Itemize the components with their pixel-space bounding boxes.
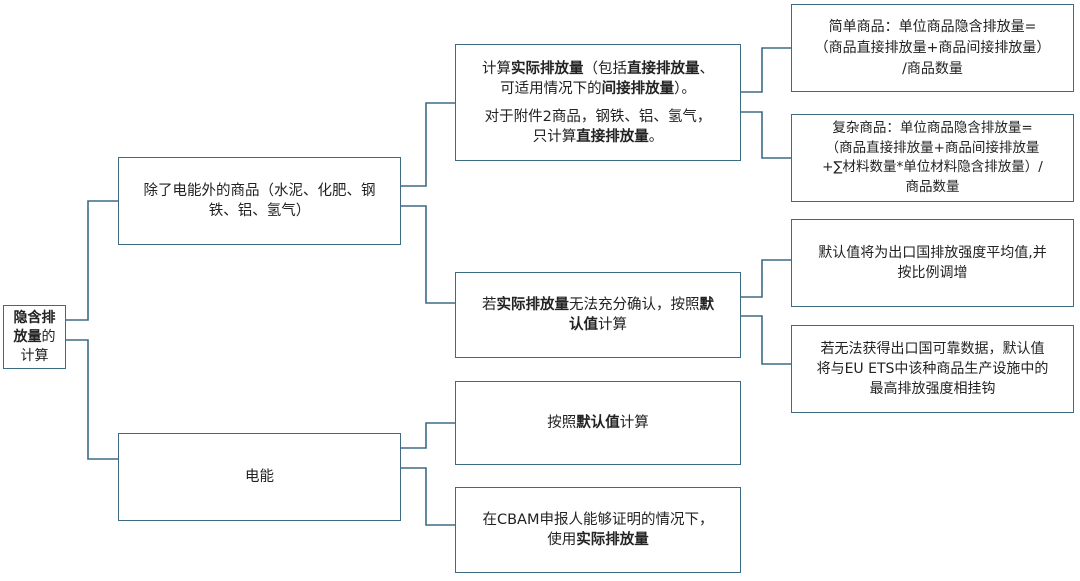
simple-goods-line1: 简单商品：单位商品隐含排放量= <box>828 18 1037 35</box>
root-text-line2: 的 <box>41 328 56 345</box>
default-goods-line2: 认值计算 <box>569 317 627 333</box>
root-text-line1: 隐含排 <box>13 309 56 326</box>
default-average-line2: 按比例调增 <box>897 265 968 281</box>
goods-node-line2: 铁、铝、氢气） <box>208 203 311 219</box>
complex-goods-line1: 复杂商品：单位商品隐含排放量= <box>832 120 1033 136</box>
default-highest-line3: 最高排放强度相挂钩 <box>869 381 996 397</box>
electricity-node: 电能 <box>118 433 401 521</box>
simple-goods-node: 简单商品：单位商品隐含排放量= （商品直接排放量+商品间接排放量） /商品数量 <box>791 4 1074 92</box>
electricity-actual-node: 在CBAM申报人能够证明的情况下， 使用实际排放量 <box>455 487 741 573</box>
electricity-node-label: 电能 <box>245 469 274 485</box>
default-average-node: 默认值将为出口国排放强度平均值,并 按比例调增 <box>791 219 1074 307</box>
connector-default-average <box>741 259 791 298</box>
connector-actual-complex <box>741 111 791 159</box>
default-goods-line1: 若实际排放量无法充分确认，按照默 <box>482 297 714 313</box>
electricity-actual-line1: 在CBAM申报人能够证明的情况下， <box>482 512 714 528</box>
root-text-line2-bold: 放量 <box>13 328 42 345</box>
connector-electricity-actual <box>401 467 455 526</box>
connector-goods-actual <box>401 102 455 187</box>
electricity-default-line1: 按照默认值计算 <box>547 415 649 431</box>
actual-emissions-node: 计算实际排放量（包括直接排放量、 可适用情况下的间接排放量）。 对于附件2商品，… <box>455 44 741 161</box>
actual-node-line4: 只计算直接排放量。 <box>532 128 664 145</box>
connector-goods-default <box>401 205 455 304</box>
default-highest-line2: 将与EU ETS中该种商品生产设施中的 <box>816 361 1049 377</box>
electricity-default-node: 按照默认值计算 <box>455 381 741 465</box>
root-text-line3: 计算 <box>20 347 49 364</box>
connector-root-electricity <box>66 339 118 460</box>
goods-except-electricity-node: 除了电能外的商品（水泥、化肥、钢 铁、铝、氢气） <box>118 157 401 245</box>
electricity-actual-line2: 使用实际排放量 <box>547 532 649 548</box>
default-value-goods-node: 若实际排放量无法充分确认，按照默 认值计算 <box>455 272 741 358</box>
complex-goods-line2: （商品直接排放量+商品间接排放量 <box>825 139 1040 156</box>
actual-node-line2: 可适用情况下的间接排放量）。 <box>500 80 696 97</box>
default-highest-line1: 若无法获得出口国可靠数据，默认值 <box>820 341 1045 357</box>
default-average-line1: 默认值将为出口国排放强度平均值,并 <box>818 245 1047 261</box>
complex-goods-line4: 商品数量 <box>905 178 960 195</box>
complex-goods-node: 复杂商品：单位商品隐含排放量= （商品直接排放量+商品间接排放量 +∑材料数量*… <box>791 114 1074 202</box>
simple-goods-line2: （商品直接排放量+商品间接排放量） <box>814 39 1051 56</box>
actual-node-line1: 计算实际排放量（包括直接排放量、 <box>482 60 714 77</box>
connector-actual-simple <box>741 47 791 93</box>
connector-root-goods <box>66 200 118 321</box>
default-highest-node: 若无法获得出口国可靠数据，默认值 将与EU ETS中该种商品生产设施中的 最高排… <box>791 325 1074 413</box>
goods-node-line1: 除了电能外的商品（水泥、化肥、钢 <box>143 183 376 199</box>
connector-default-highest <box>741 315 791 365</box>
complex-goods-line3: +∑材料数量*单位材料隐含排放量）/ <box>822 159 1043 175</box>
simple-goods-line3: /商品数量 <box>902 60 963 77</box>
root-node: 隐含排 放量的 计算 <box>3 305 66 369</box>
actual-node-line3: 对于附件2商品，钢铁、铝、氢气， <box>484 108 712 125</box>
connector-electricity-default <box>401 422 455 449</box>
